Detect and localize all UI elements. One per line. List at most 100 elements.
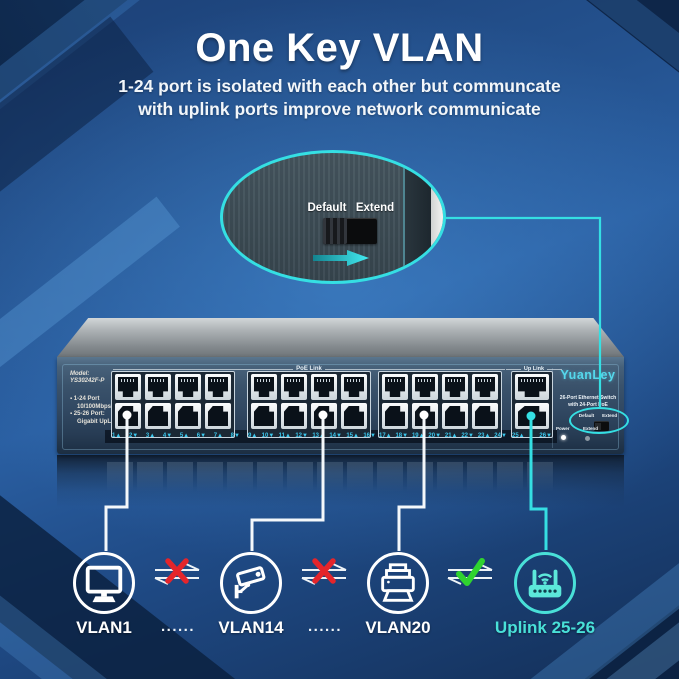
port-number-label: 23▲ xyxy=(477,433,491,439)
wifi-router-icon xyxy=(528,569,562,598)
rj45-port xyxy=(472,374,498,400)
blocked-x-icon xyxy=(312,558,336,584)
desc-line2: with 24-Port PoE xyxy=(568,401,608,408)
port-number-label: 11▲ xyxy=(278,433,291,439)
device-circle-vlan20 xyxy=(367,552,429,614)
printer-icon xyxy=(381,563,415,602)
port-number-label: 18▼ xyxy=(395,433,409,439)
wire-port26-uplink xyxy=(529,416,548,550)
isolation-dots: ...... xyxy=(160,618,195,635)
callout-light-band xyxy=(431,153,443,281)
port-number-label: 25▲ xyxy=(512,433,525,439)
isolation-dots: ...... xyxy=(307,618,342,635)
panel-inner-border xyxy=(62,364,619,450)
port2-dot xyxy=(122,410,132,420)
mode-highlight-ellipse xyxy=(569,407,629,434)
rj45-port xyxy=(205,374,231,400)
model-text: Model: YS30242F-P xyxy=(70,371,104,385)
switch-front-panel: Model: YS30242F-P ▪ 1-24 Port 10/100Mbps… xyxy=(57,357,629,454)
cctv-camera-icon xyxy=(234,566,266,599)
poe-link-header: PoE Link xyxy=(113,366,506,372)
spec1-line1: 1-24 Port xyxy=(73,396,100,402)
port-number-label: 22▼ xyxy=(461,433,474,439)
rj45-port xyxy=(281,374,307,400)
device-circle-uplink xyxy=(514,552,576,614)
rj45-port xyxy=(115,374,141,400)
rj45-port xyxy=(311,374,337,400)
port-numbers-9-16: 9▲10▼11▲12▼13▲14▼15▲16▼ xyxy=(248,433,376,439)
rj45-port xyxy=(341,403,367,429)
allowed-check-icon xyxy=(456,558,485,586)
rj45-port xyxy=(251,403,277,429)
switch-top-surface xyxy=(57,318,624,357)
device-circle-vlan1 xyxy=(73,552,135,614)
rj45-port xyxy=(281,403,307,429)
port14-dot xyxy=(318,410,328,420)
port-number-label: 15▲ xyxy=(346,433,359,439)
port-number-label: 17▲ xyxy=(379,433,392,439)
callout-edge-band xyxy=(403,153,431,281)
port-number-label: 21▲ xyxy=(444,433,458,439)
port-group-uplink xyxy=(511,371,553,438)
port-number-label: 24▼ xyxy=(494,433,507,439)
product-description: 26-Port Ethernet Switch with 24-Port PoE xyxy=(550,395,626,408)
wire-port14-vlan14 xyxy=(250,415,325,551)
rj45-port xyxy=(175,374,201,400)
wire-port20-vlan20 xyxy=(397,415,426,551)
device-label-vlan14: VLAN14 xyxy=(218,618,284,637)
power-led xyxy=(561,435,566,440)
device-label-vlan20: VLAN20 xyxy=(365,618,431,637)
divider-line xyxy=(324,368,506,370)
wire-port2-vlan1 xyxy=(104,415,129,551)
model-label: Model: xyxy=(70,371,90,377)
bullet: ▪ xyxy=(70,411,74,417)
rj45-port xyxy=(442,403,468,429)
brand-logo: YuanLey xyxy=(560,368,616,382)
monitor-icon xyxy=(85,565,123,603)
rj45-port xyxy=(472,403,498,429)
callout-extend-label: Extend xyxy=(355,202,395,214)
spec1-line2: 10/100Mbps PoE xyxy=(77,403,125,410)
callout-default-label: Default xyxy=(307,202,347,214)
poe-link-label: PoE Link xyxy=(296,366,322,372)
port-number-label: 16▼ xyxy=(363,433,376,439)
rj45-port xyxy=(251,374,277,400)
port-numbers-17-24: 17▲18▼19▲20▼21▲22▼23▲24▼ xyxy=(379,433,507,439)
port-number-label: 10▼ xyxy=(261,433,275,439)
port-number-label: 19▲ xyxy=(411,433,425,439)
port-number-label: 20▼ xyxy=(428,433,442,439)
rj45-port xyxy=(442,374,468,400)
divider-line xyxy=(547,368,563,370)
desc-line1: 26-Port Ethernet Switch xyxy=(559,395,617,401)
port-number-label: 13▲ xyxy=(312,433,325,439)
mode-switch-callout: Default Extend xyxy=(220,150,446,284)
rj45-port xyxy=(145,374,171,400)
up-link-label: Up Link xyxy=(523,366,545,372)
model-value: YS30242F-P xyxy=(70,378,105,384)
slide-direction-arrow xyxy=(313,250,369,266)
mode-slide-switch[interactable] xyxy=(323,218,377,244)
blocked-x-icon xyxy=(165,558,189,584)
port-group-17-24 xyxy=(378,371,502,438)
slide-switch-knob[interactable] xyxy=(323,218,347,244)
rj45-port xyxy=(341,374,367,400)
port-numbers-uplink: 25▲ 26▼ xyxy=(512,433,552,439)
rj45-port xyxy=(382,403,408,429)
device-label-uplink: Uplink 25-26 xyxy=(494,618,596,637)
power-led-label: Power xyxy=(556,426,570,431)
port-number-label: 26▼ xyxy=(539,433,552,439)
port-number-label: 14▼ xyxy=(329,433,342,439)
device-circle-vlan14 xyxy=(220,552,282,614)
rj45-port xyxy=(382,374,408,400)
bullet: ▪ xyxy=(70,396,74,402)
divider-line xyxy=(506,368,521,370)
port26-dot xyxy=(526,411,536,421)
rj45-port xyxy=(515,374,549,400)
spec2-line1: 25-26 Port: xyxy=(73,411,105,417)
device-label-vlan1: VLAN1 xyxy=(76,618,132,637)
callout-wire xyxy=(444,216,602,407)
port-number-label: 12▼ xyxy=(295,433,308,439)
rj45-port xyxy=(412,374,438,400)
port20-dot xyxy=(419,410,429,420)
